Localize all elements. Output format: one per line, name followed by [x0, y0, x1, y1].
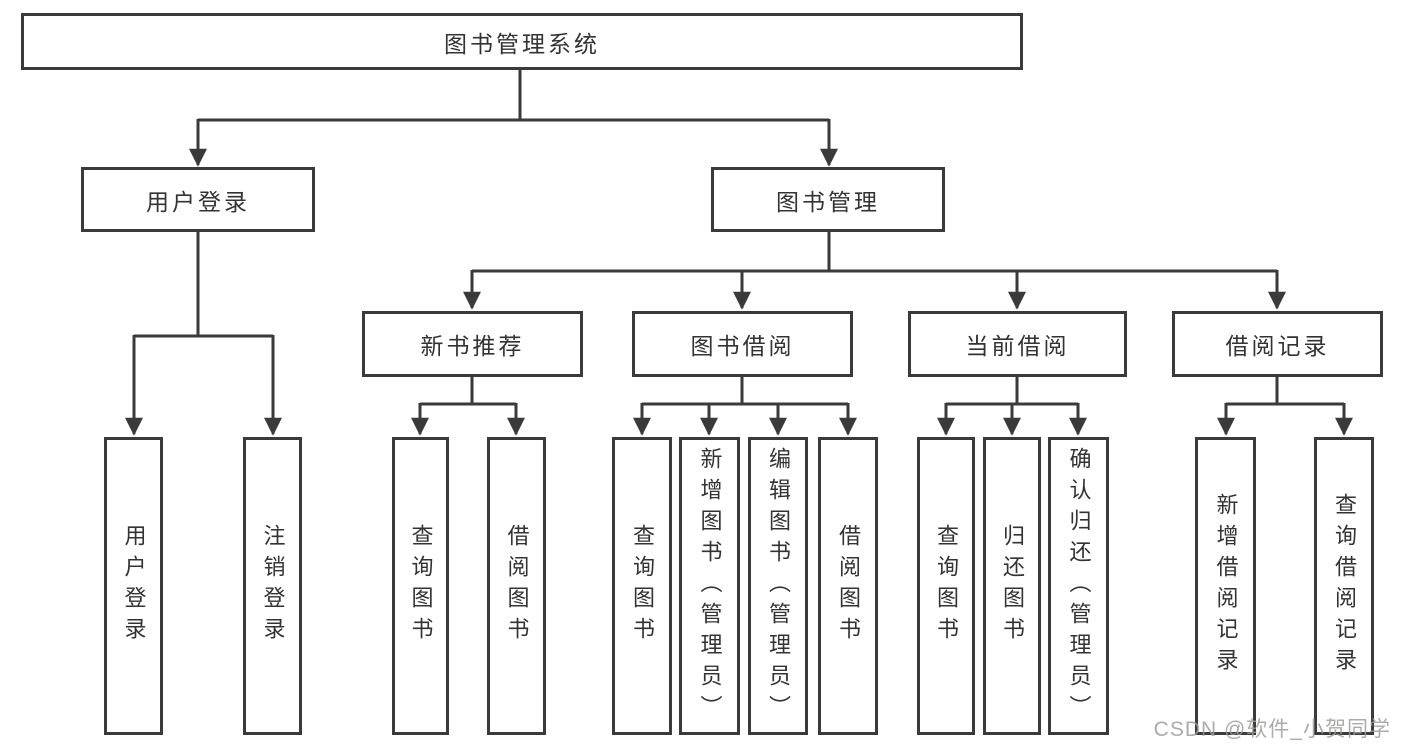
- node-current-borrow-label: 当前借阅: [965, 333, 1070, 359]
- leaf-user-login: 用户登录: [104, 437, 163, 735]
- leaf-add-book-admin-label: 新增图书（管理员）: [697, 446, 723, 726]
- leaf-query-borrow-record: 查询借阅记录: [1314, 437, 1374, 735]
- leaf-borrow-books-recommend: 借阅图书: [487, 437, 546, 735]
- leaf-query-books-borrow: 查询图书: [612, 437, 672, 735]
- node-book-management-label: 图书管理: [776, 188, 880, 215]
- leaf-query-books-borrow-label: 查询图书: [630, 524, 655, 648]
- leaf-edit-book-admin: 编辑图书（管理员）: [748, 437, 808, 735]
- node-borrow-records-label: 借阅记录: [1225, 333, 1330, 359]
- leaf-query-books-current-label: 查询图书: [934, 524, 959, 648]
- leaf-return-book-label: 归还图书: [1000, 524, 1025, 648]
- csdn-watermark: CSDN @软件_小贺同学: [1153, 718, 1391, 741]
- leaf-query-books-recommend: 查询图书: [392, 437, 449, 735]
- leaf-query-books-current: 查询图书: [917, 437, 975, 735]
- leaf-add-borrow-record: 新增借阅记录: [1195, 437, 1256, 735]
- leaf-add-book-admin: 新增图书（管理员）: [679, 437, 740, 735]
- leaf-borrow-books-recommend-label: 借阅图书: [504, 524, 530, 648]
- leaf-add-borrow-record-label: 新增借阅记录: [1213, 493, 1239, 679]
- node-new-book-recommend: 新书推荐: [362, 311, 583, 377]
- leaf-borrow-books-2: 借阅图书: [818, 437, 878, 735]
- node-new-book-recommend-label: 新书推荐: [420, 333, 525, 359]
- leaf-return-book: 归还图书: [983, 437, 1041, 735]
- leaf-confirm-return-admin: 确认归还（管理员）: [1048, 437, 1109, 735]
- leaf-query-borrow-record-label: 查询借阅记录: [1332, 493, 1357, 679]
- node-book-borrow: 图书借阅: [632, 311, 853, 377]
- leaf-logout: 注销登录: [243, 437, 302, 735]
- leaf-borrow-books-2-label: 借阅图书: [836, 524, 861, 648]
- leaf-logout-label: 注销登录: [260, 524, 286, 648]
- node-current-borrow: 当前借阅: [908, 311, 1127, 377]
- leaf-edit-book-admin-label: 编辑图书（管理员）: [766, 446, 791, 726]
- node-borrow-records: 借阅记录: [1172, 311, 1383, 377]
- node-library-system: 图书管理系统: [21, 13, 1023, 70]
- leaf-query-books-recommend-label: 查询图书: [408, 524, 434, 648]
- node-user-login-label: 用户登录: [146, 188, 250, 215]
- node-book-borrow-label: 图书借阅: [690, 333, 795, 359]
- leaf-confirm-return-admin-label: 确认归还（管理员）: [1066, 446, 1092, 726]
- node-user-login: 用户登录: [81, 167, 315, 232]
- leaf-user-login-label: 用户登录: [121, 524, 147, 648]
- node-library-system-label: 图书管理系统: [444, 30, 600, 57]
- node-book-management: 图书管理: [711, 167, 945, 232]
